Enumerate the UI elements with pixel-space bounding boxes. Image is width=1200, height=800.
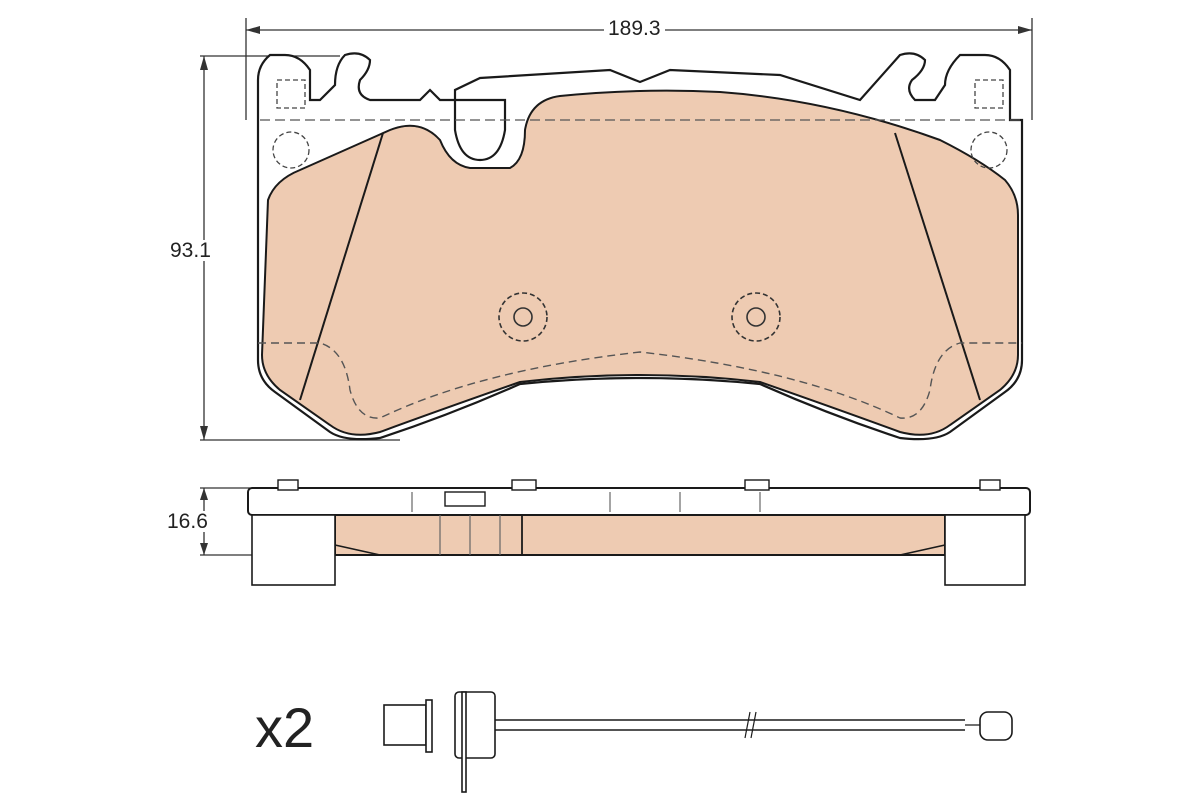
clip-left [272,79,310,169]
side-view [247,479,1031,586]
friction-material [260,89,1019,436]
wear-sensor [383,691,1013,793]
chamfer-line-left [299,132,384,401]
pin-hole-left [498,292,548,342]
wear-limit-hidden-line [258,342,1022,419]
sensor-bracket [461,691,467,793]
friction-side [334,514,946,556]
dimension-height-label: 93.1 [170,239,211,262]
sensor-quantity-label: x2 [255,696,315,759]
chamfer-line-right [894,132,981,401]
dimension-width-label: 189.3 [604,18,665,39]
dimension-thickness-label: 16.6 [167,510,208,533]
sensor-connector [383,704,427,746]
clip-right [970,79,1008,169]
pin-hole-right [731,292,781,342]
sensor-plug-housing [454,691,496,759]
backing-plate-side [247,487,1031,516]
clip-side-right [944,514,1026,586]
clip-side-left [251,514,336,586]
sensor-tip [979,711,1013,741]
front-view [256,52,1024,441]
